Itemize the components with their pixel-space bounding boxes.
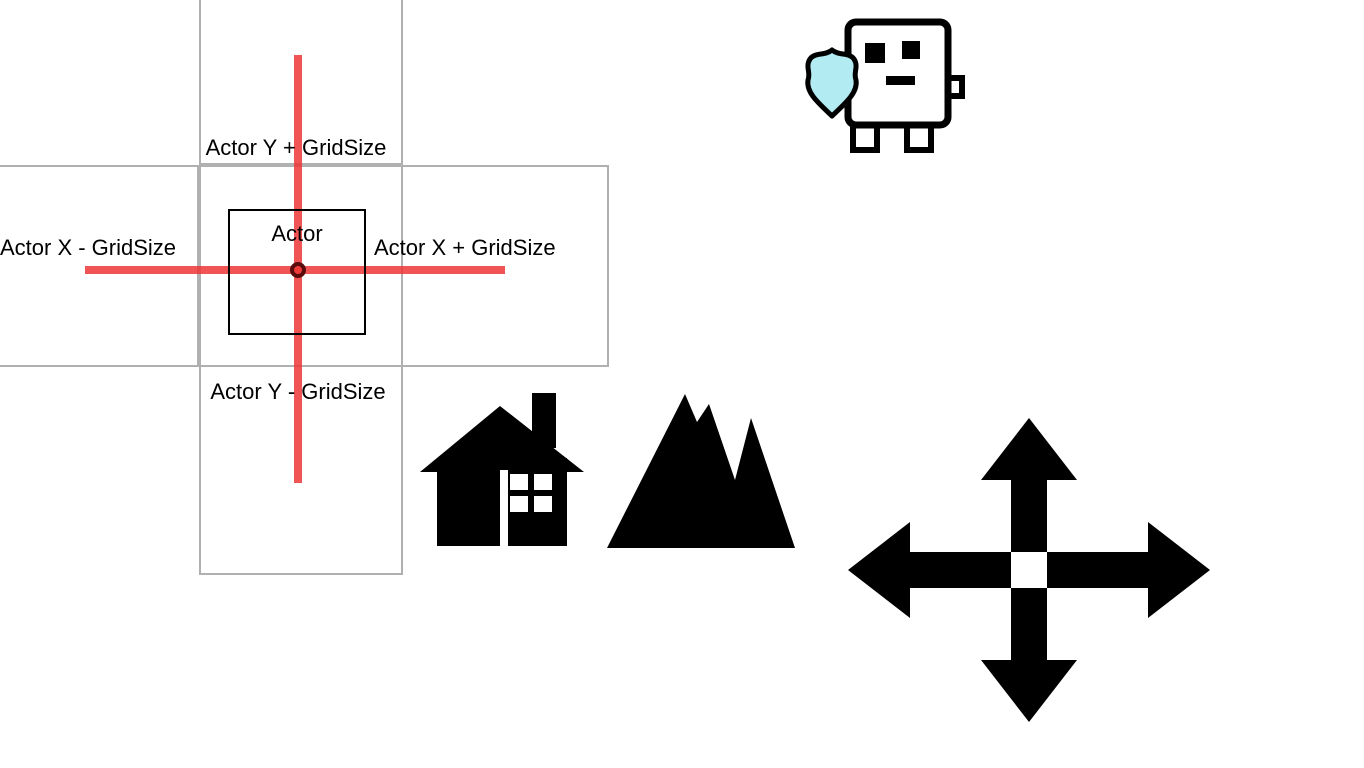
origin-ring xyxy=(290,262,306,278)
house-window-pane xyxy=(510,474,528,490)
house-roof xyxy=(420,406,584,472)
label-actor-y-minus-gridsize: Actor Y - GridSize xyxy=(210,379,386,404)
arrow-right xyxy=(1047,522,1210,618)
mountain-icon xyxy=(607,394,795,548)
actor-box: Actor xyxy=(228,209,366,335)
house-window-pane xyxy=(534,474,552,490)
house-icon xyxy=(420,393,584,546)
robot-sprite xyxy=(805,18,965,153)
house-door-gap xyxy=(500,470,508,546)
house-window-pane xyxy=(534,496,552,512)
arrow-up xyxy=(981,418,1077,552)
robot-eye-right xyxy=(902,41,920,59)
robot-body xyxy=(844,18,952,129)
robot-shield xyxy=(805,47,859,119)
move-arrows-icon xyxy=(848,418,1210,722)
label-actor-x-minus-gridsize: Actor X - GridSize xyxy=(0,235,177,260)
mountain-silhouette xyxy=(607,394,795,548)
label-actor-x-plus-gridsize: Actor X + GridSize xyxy=(374,235,556,260)
arrow-down xyxy=(981,588,1077,722)
house-window-pane xyxy=(510,496,528,512)
robot-mouth xyxy=(886,76,915,85)
actor-label: Actor xyxy=(271,221,323,246)
arrow-left xyxy=(848,522,1011,618)
robot-eye-left xyxy=(865,43,885,63)
label-actor-y-plus-gridsize: Actor Y + GridSize xyxy=(205,135,387,160)
